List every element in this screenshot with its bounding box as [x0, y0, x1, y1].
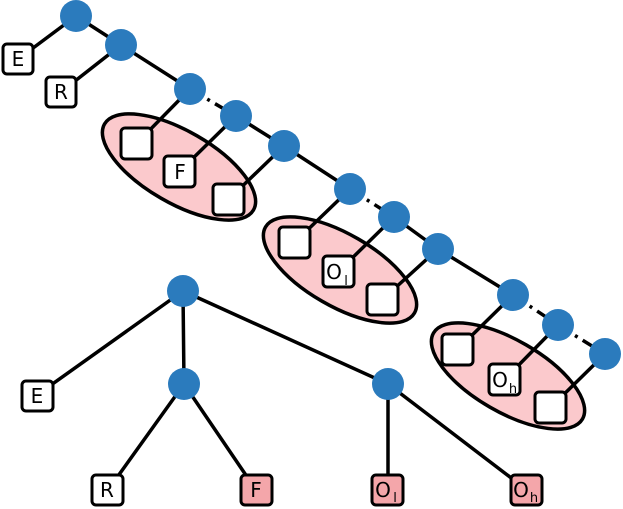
bottom-leaf-r: R: [90, 473, 125, 507]
leaf-box-highlighted: [239, 473, 274, 507]
leaf-label: E: [12, 47, 25, 71]
leaf-label-subscript: l: [344, 274, 348, 289]
leaf-label: O: [492, 368, 508, 392]
leaf-box: [211, 182, 246, 217]
leaf-label-subscript: l: [393, 491, 397, 506]
tree-node: [168, 368, 200, 400]
leaf-box: [277, 225, 312, 260]
tree-node: [497, 279, 529, 311]
leaf-label: O: [326, 260, 342, 284]
leaf-label-subscript: h: [530, 491, 538, 506]
group1-leaves: F: [119, 126, 246, 217]
leaf-label: R: [54, 80, 68, 104]
tree-node: [334, 173, 366, 205]
tree-node: [220, 100, 252, 132]
tree-node: [378, 201, 410, 233]
leaf-box: [90, 473, 125, 507]
edge: [386, 382, 529, 492]
tree-node: [542, 309, 574, 341]
bottom-leaf-f: F: [239, 473, 274, 507]
tree-node: [372, 368, 404, 400]
bottom-tree-nodes: [167, 275, 404, 400]
edge: [35, 289, 185, 397]
leaf-box: [533, 390, 568, 425]
edge: [181, 289, 390, 386]
leaf-box-highlighted: [370, 473, 405, 507]
tree-node: [174, 73, 206, 105]
tree-node: [422, 233, 454, 265]
bottom-leaf-oh: O h: [509, 473, 544, 507]
leaf-box: [1, 42, 35, 76]
leaf-box: [119, 126, 154, 161]
leaf-label-subscript: h: [509, 382, 517, 397]
bottom-leaf-ol: O l: [370, 473, 405, 507]
tree-node: [167, 275, 199, 307]
leaf-box: [440, 332, 475, 367]
leaf-box: [321, 254, 356, 289]
leaf-label: R: [100, 478, 114, 502]
group3-leaves: O h: [440, 332, 568, 425]
top-leaf-e: E: [1, 42, 35, 76]
tree-node: [105, 29, 137, 61]
leaf-label: F: [250, 478, 262, 502]
leaf-box-highlighted: [509, 473, 544, 507]
leaf-box: [44, 75, 78, 109]
top-tree-nodes: [60, 0, 621, 370]
leaf-label: O: [513, 478, 529, 502]
leaf-box: [20, 379, 55, 413]
top-leaf-r: R: [44, 75, 78, 109]
bottom-tree-edges: [35, 289, 529, 492]
leaf-box: [162, 154, 197, 189]
edge: [182, 382, 258, 492]
leaf-box: [365, 282, 400, 317]
leaf-label: O: [375, 478, 391, 502]
group2-leaves: O l: [277, 225, 400, 317]
tree-node: [268, 130, 300, 162]
tree-node: [589, 338, 621, 370]
bottom-leaf-e: E: [20, 379, 55, 413]
tree-node: [60, 0, 92, 32]
leaf-label: F: [174, 160, 186, 184]
edge: [106, 382, 186, 492]
leaf-box: [487, 362, 522, 397]
leaf-label: E: [31, 384, 44, 408]
